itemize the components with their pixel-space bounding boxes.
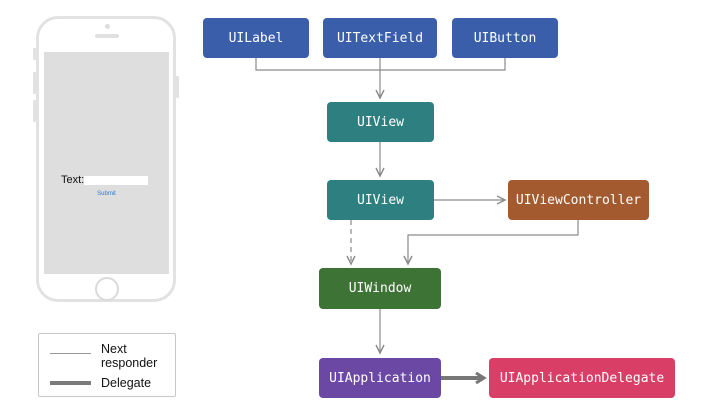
iphone-mockup: Text: Submit: [36, 16, 176, 302]
node-uiview-parent: UIView: [327, 102, 434, 142]
phone-home-button: [95, 277, 119, 301]
text-label: Text:: [61, 174, 85, 186]
edge-uilabel-to-uiview: [255, 58, 380, 71]
submit-button[interactable]: Submit: [97, 191, 116, 197]
legend-delegate-label: Delegate: [101, 376, 152, 390]
phone-power-button: [176, 76, 179, 98]
node-uibutton: UIButton: [452, 18, 558, 58]
node-uiwindow: UIWindow: [319, 268, 441, 309]
legend-next-responder-label: Next responder: [101, 342, 158, 370]
node-uiapplication: UIApplication: [319, 358, 441, 398]
phone-mute-switch: [33, 48, 36, 60]
phone-camera: [105, 24, 110, 29]
phone-screen: Text: Submit: [44, 52, 169, 274]
node-uiviewcontroller: UIViewController: [508, 180, 649, 220]
legend: Next responder Delegate: [38, 333, 176, 397]
legend-next-responder-line: [50, 353, 91, 354]
edge-uibutton-to-uiview: [380, 58, 506, 71]
phone-volume-down-button: [33, 100, 36, 122]
node-uilabel: UILabel: [203, 18, 309, 58]
node-uiview-root: UIView: [327, 180, 434, 220]
legend-delegate-line: [50, 381, 91, 385]
edge-uiviewcontroller-to-uiwindow: [403, 220, 579, 266]
phone-speaker: [95, 34, 119, 38]
text-field[interactable]: [84, 176, 148, 185]
node-uitextfield: UITextField: [323, 18, 437, 58]
phone-volume-up-button: [33, 72, 36, 94]
node-uiapplicationdelegate: UIApplicationDelegate: [489, 358, 675, 398]
